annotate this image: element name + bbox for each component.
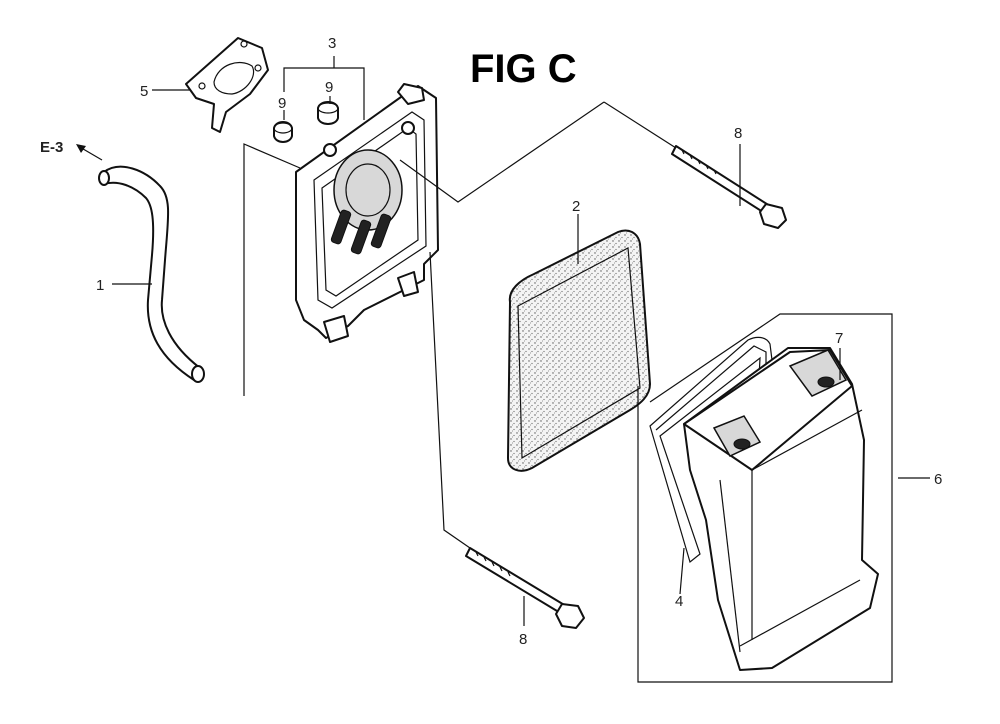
bolt-upper (671, 145, 787, 229)
arrowhead-icon (76, 144, 86, 153)
callout-4: 4 (675, 593, 683, 610)
breather-tube (98, 165, 205, 383)
callout-7: 7 (835, 330, 843, 347)
callout-8-lower: 8 (519, 631, 527, 648)
cover-assembly (683, 347, 879, 671)
callout-3: 3 (328, 35, 336, 52)
reference-label: E-3 (40, 139, 63, 156)
grommet-right (317, 101, 339, 125)
figure-title: FIG C (470, 47, 577, 91)
grommet-left (273, 121, 293, 143)
callout-8-upper: 8 (734, 125, 742, 142)
air-filter-element (506, 229, 652, 472)
callout-6: 6 (934, 471, 942, 488)
reference-arrow: E-3 (40, 139, 103, 161)
callout-2: 2 (572, 198, 580, 215)
insulator (185, 37, 269, 133)
callout-9-right: 9 (325, 79, 333, 96)
bolt-lower (465, 547, 585, 629)
callout-5: 5 (140, 83, 148, 100)
callout-9-left: 9 (278, 95, 286, 112)
air-cleaner-case (295, 83, 439, 343)
leader-lines (112, 56, 930, 683)
callout-1: 1 (96, 277, 104, 294)
